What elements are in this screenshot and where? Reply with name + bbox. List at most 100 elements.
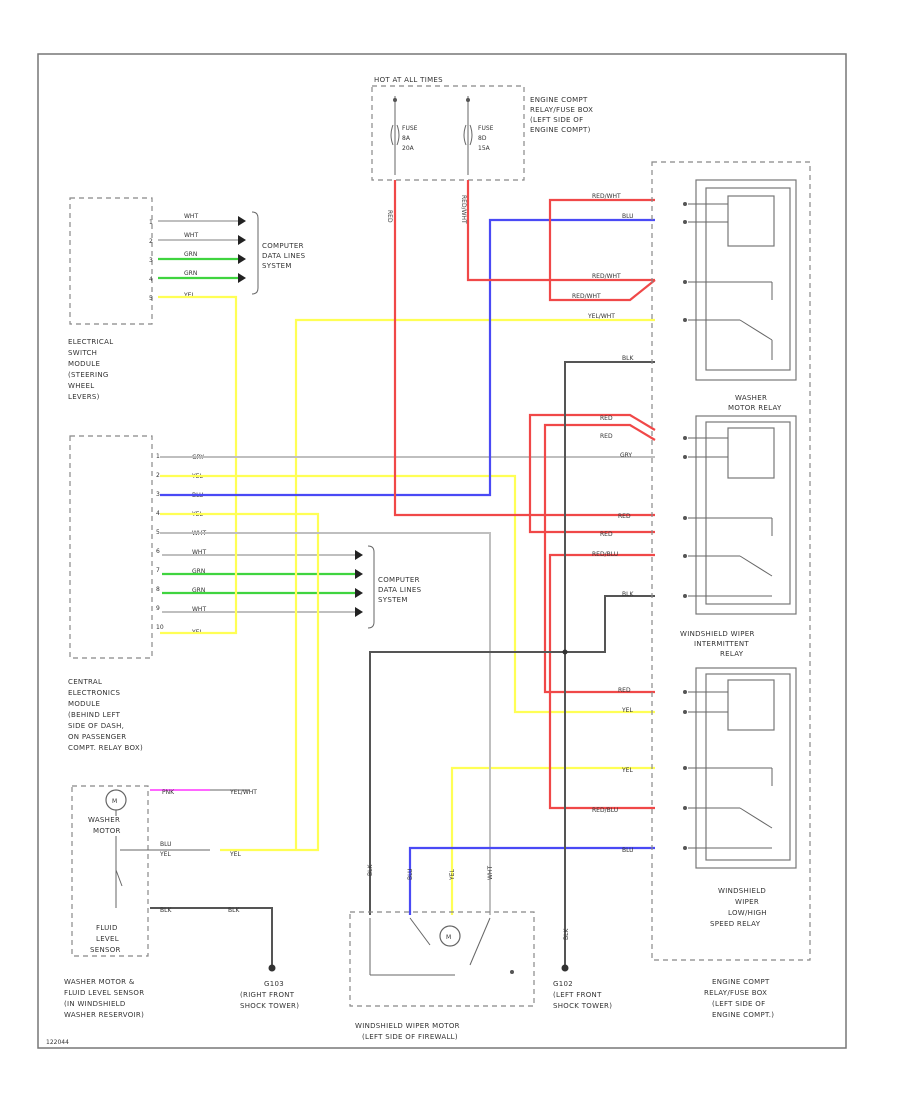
- svg-text:RED: RED: [600, 433, 613, 440]
- svg-text:MOTOR RELAY: MOTOR RELAY: [728, 404, 782, 412]
- svg-text:MOTOR: MOTOR: [93, 827, 121, 835]
- svg-text:WHT: WHT: [192, 549, 206, 556]
- wire-yel-esm-5: [158, 295, 238, 635]
- svg-text:(BEHIND LEFT: (BEHIND LEFT: [68, 711, 121, 719]
- svg-text:DATA LINES: DATA LINES: [262, 252, 306, 260]
- svg-text:BLU: BLU: [160, 841, 172, 848]
- svg-text:YEL: YEL: [183, 292, 195, 299]
- svg-text:GRN: GRN: [184, 270, 197, 277]
- g103-label: G103: [264, 980, 284, 988]
- svg-text:(LEFT SIDE OF FIREWALL): (LEFT SIDE OF FIREWALL): [362, 1033, 458, 1041]
- outer-frame: [37, 53, 847, 1049]
- computer-data-lines-1: COMPUTER: [262, 242, 304, 250]
- svg-text:(LEFT SIDE OF: (LEFT SIDE OF: [530, 116, 583, 124]
- wiper-motor-caption: WINDSHIELD WIPER MOTOR: [355, 1022, 460, 1030]
- svg-text:BLK: BLK: [160, 907, 172, 914]
- fluid-level-sensor-label: FLUID: [96, 924, 118, 932]
- svg-text:6: 6: [156, 548, 160, 555]
- svg-text:GRN: GRN: [192, 587, 205, 594]
- hot-at-all-times-label: HOT AT ALL TIMES: [374, 76, 443, 84]
- svg-text:INTERMITTENT: INTERMITTENT: [694, 640, 749, 648]
- bottom-fuse-box-caption: ENGINE COMPT: [712, 978, 770, 986]
- svg-text:ELECTRONICS: ELECTRONICS: [68, 689, 120, 697]
- svg-text:BLU: BLU: [407, 868, 414, 880]
- svg-text:SYSTEM: SYSTEM: [378, 596, 408, 604]
- svg-text:GRN: GRN: [184, 251, 197, 258]
- svg-text:RED/WHT: RED/WHT: [460, 195, 467, 224]
- svg-text:RED/WHT: RED/WHT: [592, 193, 621, 200]
- svg-text:1: 1: [149, 219, 153, 226]
- washer-motor-relay-caption: WASHER: [735, 394, 767, 402]
- wire-red-wht-loop-a: [548, 198, 656, 302]
- svg-text:10: 10: [156, 624, 164, 631]
- svg-text:GRY: GRY: [620, 452, 632, 459]
- svg-text:(LEFT SIDE OF: (LEFT SIDE OF: [712, 1000, 765, 1008]
- svg-text:YEL: YEL: [449, 869, 456, 881]
- svg-text:COMPT. RELAY BOX): COMPT. RELAY BOX): [68, 744, 143, 752]
- svg-text:1: 1: [156, 453, 160, 460]
- top-fuse-box-caption: ENGINE COMPT: [530, 96, 588, 104]
- svg-text:WHT: WHT: [487, 866, 494, 880]
- svg-text:YEL/WHT: YEL/WHT: [587, 313, 615, 320]
- svg-text:RED/BLU: RED/BLU: [592, 807, 618, 814]
- svg-text:5: 5: [156, 529, 160, 536]
- fuse2-number: 8D: [478, 135, 487, 142]
- top-fuse-box: HOT AT ALL TIMES FUSE 8A 20A FUSE 8D 15A…: [371, 76, 593, 181]
- windshield-wiper-motor: M BLK BLU YEL WHT WINDSHIELD WIPER MOTOR…: [349, 864, 535, 1041]
- wire-blk-intermittent: [369, 595, 655, 915]
- svg-text:RED: RED: [386, 210, 393, 223]
- wire-red-fuse1: [393, 180, 655, 517]
- speed-relay-caption: WINDSHIELD: [718, 887, 766, 895]
- svg-text:YEL: YEL: [621, 767, 633, 774]
- svg-text:RED/WHT: RED/WHT: [592, 273, 621, 280]
- svg-text:ENGINE COMPT): ENGINE COMPT): [530, 126, 591, 134]
- wire-label-wht: WHT: [184, 213, 198, 220]
- svg-text:WASHER RESERVOIR): WASHER RESERVOIR): [64, 1011, 144, 1019]
- reference-number: 122044: [46, 1039, 69, 1046]
- svg-text:BLK: BLK: [622, 591, 634, 598]
- central-electronics-module: 1 2 3 4 5 6 7 8 9 10 GRY YEL BLU YEL WHT…: [68, 435, 421, 752]
- svg-text:4: 4: [149, 276, 153, 283]
- svg-text:M: M: [446, 934, 451, 941]
- svg-text:ON PASSENGER: ON PASSENGER: [68, 733, 126, 741]
- svg-text:3: 3: [156, 491, 160, 498]
- computer-data-lines-2: COMPUTER: [378, 576, 420, 584]
- wire-red-blu-loop-b: [528, 413, 656, 534]
- svg-text:SHOCK TOWER): SHOCK TOWER): [553, 1002, 612, 1010]
- svg-text:BLK: BLK: [367, 864, 374, 876]
- esm-caption: ELECTRICAL: [68, 338, 113, 346]
- svg-text:LEVEL: LEVEL: [96, 935, 119, 943]
- svg-text:SWITCH: SWITCH: [68, 349, 97, 357]
- svg-text:(STEERING: (STEERING: [68, 371, 109, 379]
- svg-text:RELAY/FUSE BOX: RELAY/FUSE BOX: [704, 989, 767, 997]
- svg-text:SIDE OF DASH,: SIDE OF DASH,: [68, 722, 124, 730]
- svg-text:RELAY: RELAY: [720, 650, 744, 658]
- svg-text:BLK: BLK: [228, 907, 240, 914]
- svg-text:RED/WHT: RED/WHT: [572, 293, 601, 300]
- svg-text:9: 9: [156, 605, 160, 612]
- svg-text:2: 2: [156, 472, 160, 479]
- svg-text:8: 8: [156, 586, 160, 593]
- wire-blu-cem-3: [160, 218, 655, 497]
- wire-red-blu-loop-d: [548, 553, 655, 810]
- ground-g103-point: [268, 964, 276, 972]
- svg-text:YEL: YEL: [621, 707, 633, 714]
- fuse1-label: FUSE: [402, 125, 418, 132]
- svg-text:ENGINE COMPT.): ENGINE COMPT.): [712, 1011, 774, 1019]
- svg-text:RED: RED: [600, 531, 613, 538]
- right-relay-fuse-box: WASHER MOTOR RELAY WINDSHIELD WIPER INTE…: [651, 161, 811, 961]
- svg-text:5: 5: [149, 295, 153, 302]
- svg-text:WHEEL: WHEEL: [68, 382, 94, 390]
- washer-motor-assembly: M WASHER MOTOR FLUID LEVEL SENSOR BLU YE…: [64, 785, 241, 1019]
- svg-text:SPEED RELAY: SPEED RELAY: [710, 920, 761, 928]
- wire-blk-g103: [150, 907, 273, 968]
- svg-text:RED: RED: [618, 687, 631, 694]
- wire-red-wht-fuse2: [466, 180, 655, 282]
- electrical-switch-module: 1 2 3 4 5 WHT WHT GRN GRN YEL COMPUTER D…: [68, 197, 306, 401]
- washer-motor-label: WASHER: [88, 816, 120, 824]
- svg-text:YEL: YEL: [229, 851, 241, 858]
- svg-text:7: 7: [156, 567, 160, 574]
- svg-text:3: 3: [149, 257, 153, 264]
- svg-text:SHOCK TOWER): SHOCK TOWER): [240, 1002, 299, 1010]
- svg-text:(LEFT FRONT: (LEFT FRONT: [553, 991, 602, 999]
